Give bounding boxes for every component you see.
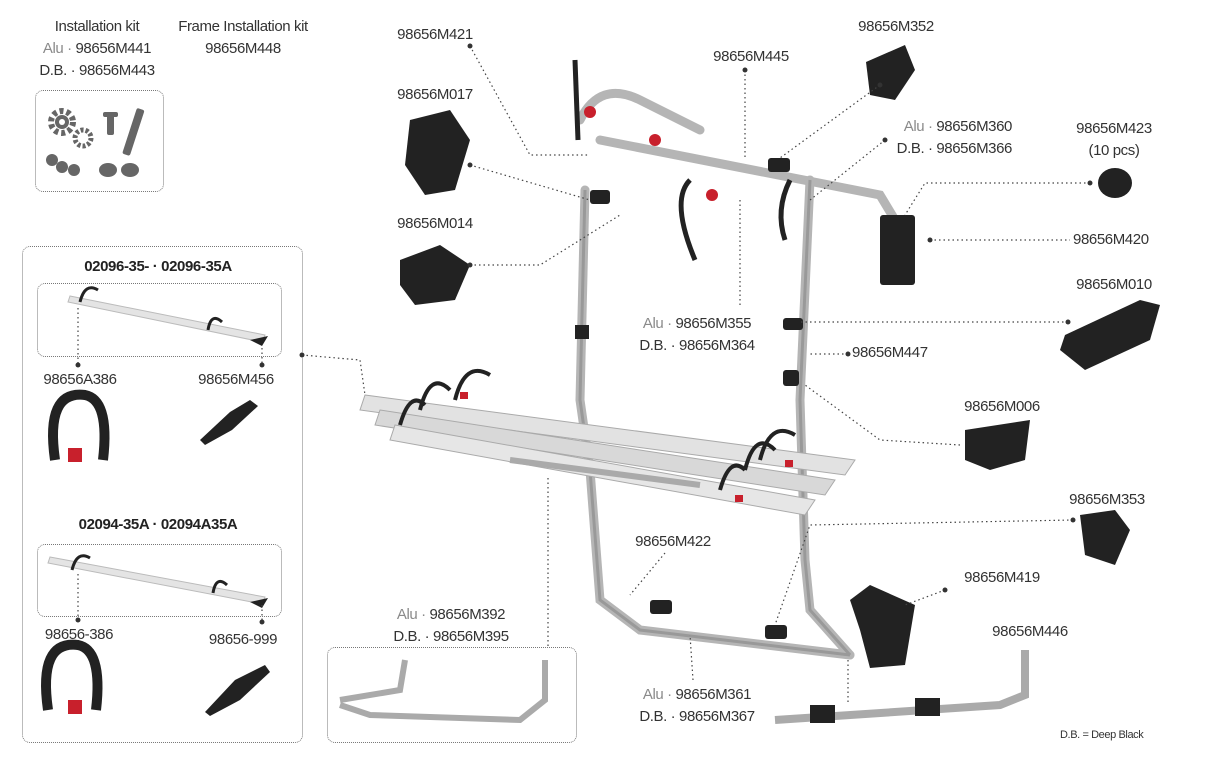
part-code: 98656M360 bbox=[936, 118, 1012, 135]
db-prefix: D.B. · bbox=[639, 708, 676, 725]
part-code: 98656M392 bbox=[429, 606, 506, 623]
part-label-m423: 98656M423 (10 pcs) bbox=[1076, 118, 1152, 162]
part-code: 98656M361 bbox=[675, 686, 752, 703]
rail-set-2-shoe-label: 98656-999 bbox=[208, 631, 278, 648]
part-label-m353: 98656M353 bbox=[1069, 491, 1145, 508]
part-label-m352: 98656M352 bbox=[858, 18, 934, 35]
frame-kit-label: Frame Installation kit 98656M448 bbox=[178, 16, 308, 60]
rail-set-1-box bbox=[37, 283, 282, 357]
installation-kit-box bbox=[35, 90, 164, 192]
db-prefix: D.B. · bbox=[639, 337, 676, 354]
installation-kit-icon bbox=[46, 108, 145, 177]
part-label-m006: 98656M006 bbox=[964, 398, 1040, 415]
alu-prefix: Alu · bbox=[642, 315, 672, 332]
part-code: 98656M448 bbox=[205, 40, 281, 57]
part-label-m420: 98656M420 bbox=[1073, 231, 1149, 248]
installation-kit-title: Installation kit bbox=[54, 18, 140, 35]
db-prefix: D.B. · bbox=[896, 140, 933, 157]
holder-arms bbox=[572, 59, 793, 261]
spare-parts bbox=[400, 45, 1160, 668]
part-label-m392: Alu · 98656M392 D.B. · 98656M395 bbox=[393, 604, 509, 648]
quantity: (10 pcs) bbox=[1088, 142, 1140, 159]
frame-kit-title: Frame Installation kit bbox=[178, 18, 308, 35]
rack-frame bbox=[575, 88, 900, 660]
bike-support bbox=[339, 650, 1029, 724]
part-code: 98656M364 bbox=[679, 337, 755, 354]
part-label-m422: 98656M422 bbox=[635, 533, 711, 550]
part-label-m017: 98656M017 bbox=[397, 86, 473, 103]
rail-set-2-strap-label: 98656-386 bbox=[44, 626, 114, 643]
bike-rails bbox=[359, 368, 856, 516]
rail-sets-box bbox=[22, 246, 303, 743]
part-label-m447: 98656M447 bbox=[852, 344, 928, 361]
part-label-m446: 98656M446 bbox=[992, 623, 1068, 640]
rail-set-2-box bbox=[37, 544, 282, 617]
alu-prefix: Alu · bbox=[42, 40, 72, 57]
installation-kit-label: Installation kit Alu · 98656M441 D.B. · … bbox=[39, 16, 155, 82]
part-code: 98656M395 bbox=[433, 628, 509, 645]
leader-lines bbox=[77, 45, 1090, 705]
alu-prefix: Alu · bbox=[903, 118, 933, 135]
part-code: 98656M367 bbox=[679, 708, 755, 725]
alu-prefix: Alu · bbox=[396, 606, 426, 623]
rail-set-thumbnails bbox=[41, 286, 270, 716]
rail-set-1-strap-label: 98656A386 bbox=[43, 371, 117, 388]
db-prefix: D.B. · bbox=[393, 628, 430, 645]
rail-set-1-shoe-label: 98656M456 bbox=[198, 371, 274, 388]
part-label-m360: Alu · 98656M360 D.B. · 98656M366 bbox=[896, 116, 1013, 160]
part-label-m421: 98656M421 bbox=[397, 26, 473, 43]
part-label-m010: 98656M010 bbox=[1076, 276, 1152, 293]
part-code: 98656M423 bbox=[1076, 120, 1152, 137]
part-code: 98656M366 bbox=[936, 140, 1012, 157]
rail-set-2-title: 02094-35A · 02094A35A bbox=[78, 516, 238, 533]
legend-note: D.B. = Deep Black bbox=[1060, 729, 1144, 741]
part-code: 98656M355 bbox=[675, 315, 752, 332]
part-label-m014: 98656M014 bbox=[397, 215, 473, 232]
bike-support-box bbox=[327, 647, 577, 743]
part-label-m419: 98656M419 bbox=[964, 569, 1040, 586]
alu-prefix: Alu · bbox=[642, 686, 672, 703]
part-label-m361: Alu · 98656M361 D.B. · 98656M367 bbox=[639, 684, 755, 728]
part-label-m445: 98656M445 bbox=[713, 48, 789, 65]
part-label-m355: Alu · 98656M355 D.B. · 98656M364 bbox=[639, 313, 755, 357]
part-code: 98656M443 bbox=[79, 62, 155, 79]
rail-set-1-title: 02096-35- · 02096-35A bbox=[84, 258, 232, 275]
db-prefix: D.B. · bbox=[39, 62, 76, 79]
part-code: 98656M441 bbox=[75, 40, 152, 57]
